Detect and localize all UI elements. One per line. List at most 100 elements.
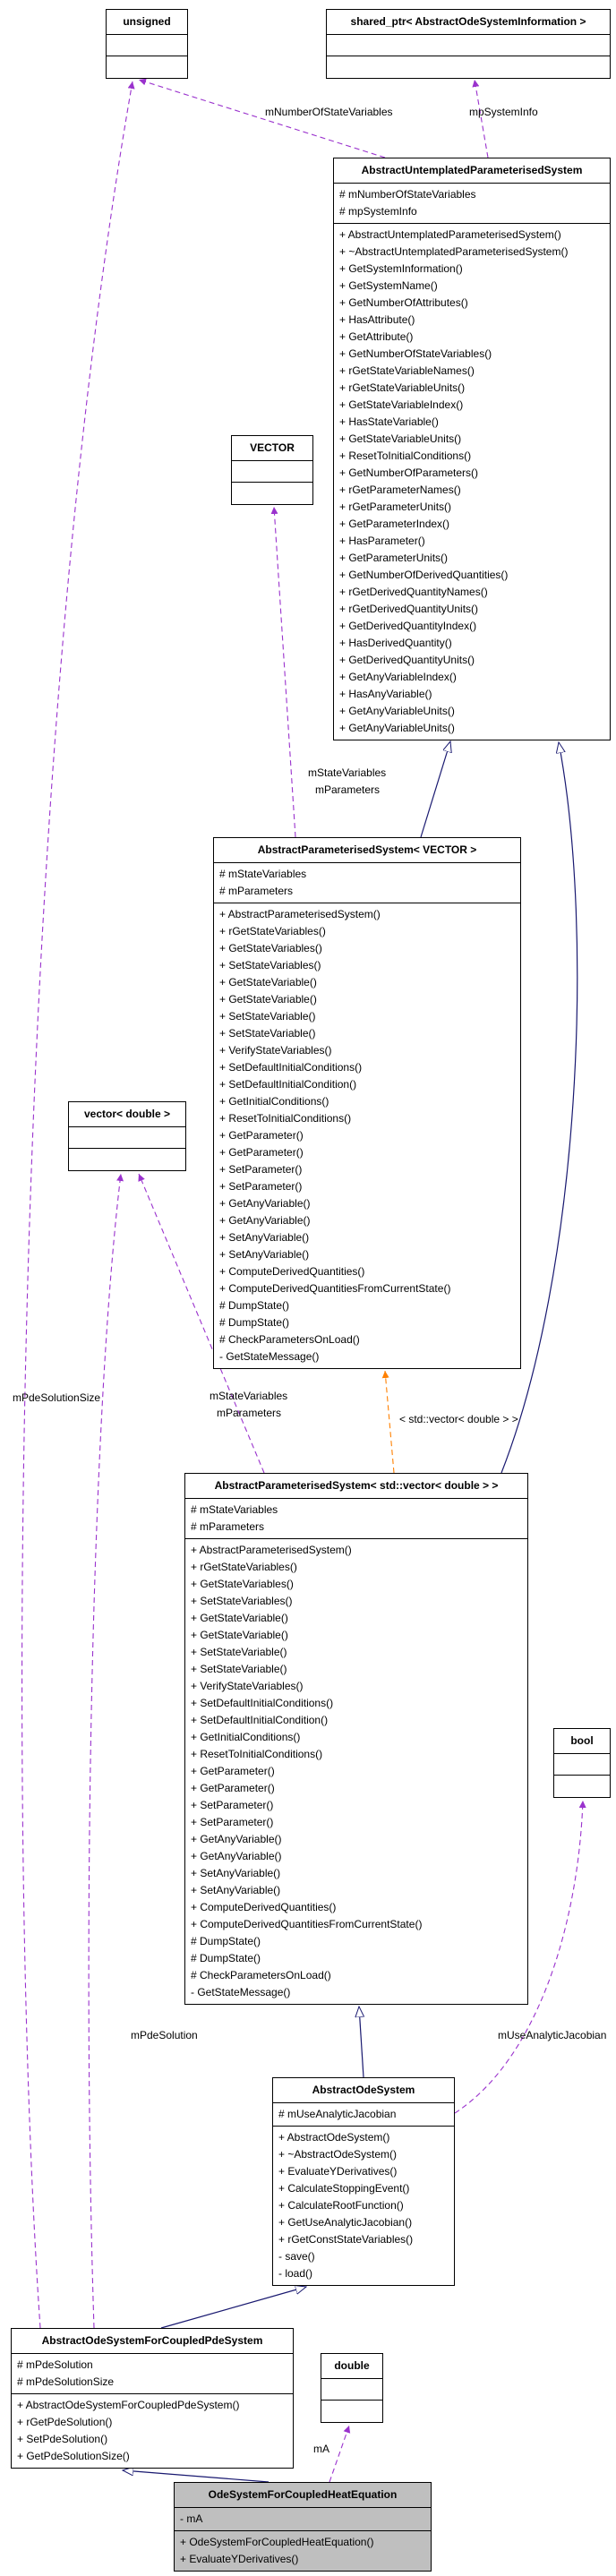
edge-inherit-aps-vector-to-untemplated — [420, 741, 450, 838]
member-line: # CheckParametersOnLoad() — [219, 1333, 360, 1346]
edge-inherit-coupledpde-to-odesystem — [160, 2287, 306, 2329]
class-node-abstract-untemplated-parameterised-system[interactable]: AbstractUntemplatedParameterisedSystem #… — [333, 158, 611, 740]
class-title: double — [321, 2354, 382, 2379]
class-attributes — [327, 35, 610, 56]
class-attributes — [554, 1754, 610, 1776]
member-line: - load() — [278, 2267, 313, 2280]
member-line: + GetAnyVariableUnits() — [339, 705, 455, 717]
class-title: AbstractParameterisedSystem< VECTOR > — [214, 838, 520, 863]
member-line: + rGetStateVariables() — [219, 925, 326, 937]
member-line: # mPdeSolutionSize — [17, 2375, 115, 2388]
member-line: + SetDefaultInitialConditions() — [191, 1697, 334, 1709]
edge-label-mPdeSolutionSize: mPdeSolutionSize — [13, 1391, 101, 1404]
member-line: + rGetConstStateVariables() — [278, 2233, 414, 2246]
edge-label-mParameters-upper: mParameters — [315, 783, 381, 796]
member-line: + ResetToInitialConditions() — [191, 1748, 323, 1760]
member-line: + GetParameterIndex() — [339, 518, 450, 530]
member-line: + HasAttribute() — [339, 313, 415, 326]
class-node-abstract-ode-system-for-coupled-pde-system[interactable]: AbstractOdeSystemForCoupledPdeSystem # m… — [11, 2328, 294, 2469]
member-line: + HasDerivedQuantity() — [339, 637, 452, 649]
member-line: + GetParameter() — [219, 1129, 304, 1142]
member-line: + rGetPdeSolution() — [17, 2416, 113, 2428]
member-line: # mUseAnalyticJacobian — [278, 2108, 397, 2120]
member-line: + GetStateVariables() — [219, 942, 322, 954]
class-node-vector-double[interactable]: vector< double > — [68, 1101, 186, 1171]
class-node-double[interactable]: double — [321, 2353, 383, 2423]
class-node-bool[interactable]: bool — [553, 1728, 611, 1798]
class-node-unsigned[interactable]: unsigned — [106, 9, 188, 79]
edge-template-instantiation — [381, 1370, 395, 1474]
member-line: + SetDefaultInitialCondition() — [219, 1078, 357, 1091]
member-line: + CalculateStoppingEvent() — [278, 2182, 410, 2195]
class-attributes — [321, 2379, 382, 2401]
class-title: vector< double > — [69, 1102, 185, 1127]
member-line: + SetAnyVariable() — [219, 1231, 310, 1244]
edge-usage-mPdeSolution — [88, 1173, 124, 2329]
member-line: + OdeSystemForCoupledHeatEquation() — [180, 2536, 374, 2548]
class-methods: + AbstractParameterisedSystem()+ rGetSta… — [185, 1539, 527, 2004]
class-methods — [232, 483, 312, 504]
member-line: + EvaluateYDerivatives() — [278, 2165, 398, 2178]
class-methods: + AbstractUntemplatedParameterisedSystem… — [334, 224, 610, 740]
member-line: + ComputeDerivedQuantitiesFromCurrentSta… — [191, 1918, 423, 1930]
member-line: + GetDerivedQuantityUnits() — [339, 654, 475, 666]
member-line: + SetAnyVariable() — [219, 1248, 310, 1261]
edge-label-mNumberOfStateVariables: mNumberOfStateVariables — [265, 106, 393, 118]
member-line: + VerifyStateVariables() — [219, 1044, 332, 1057]
class-methods: + OdeSystemForCoupledHeatEquation() + Eva… — [175, 2531, 431, 2571]
member-line: + GetAnyVariableUnits() — [339, 722, 455, 734]
class-methods — [69, 1149, 185, 1170]
edge-label-mStateVariables-lower: mStateVariables — [210, 1390, 288, 1402]
member-line: + GetInitialConditions() — [219, 1095, 329, 1108]
member-line: + GetSystemInformation() — [339, 262, 463, 275]
member-line: + SetStateVariable() — [191, 1646, 287, 1658]
member-line: + ComputeDerivedQuantities() — [191, 1901, 337, 1913]
member-line: + GetAnyVariable() — [191, 1850, 282, 1862]
edge-usage-mUseAnalyticJacobian — [454, 1800, 586, 2114]
member-line: + GetUseAnalyticJacobian() — [278, 2216, 413, 2229]
edge-label-template-instantiation: < std::vector< double > > — [399, 1413, 518, 1425]
member-line: + SetPdeSolution() — [17, 2433, 108, 2445]
member-line: + SetParameter() — [191, 1816, 274, 1828]
member-line: - save() — [278, 2250, 315, 2263]
member-line: + ~AbstractUntemplatedParameterisedSyste… — [339, 245, 569, 258]
member-line: + GetParameter() — [191, 1765, 275, 1777]
member-line: + rGetDerivedQuantityUnits() — [339, 603, 479, 615]
class-node-abstract-ode-system[interactable]: AbstractOdeSystem # mUseAnalyticJacobian… — [272, 2077, 455, 2286]
member-line: + GetStateVariable() — [191, 1612, 288, 1624]
class-node-abstract-parameterised-system-vector[interactable]: AbstractParameterisedSystem< VECTOR > # … — [213, 837, 521, 1369]
class-attributes — [232, 461, 312, 483]
member-line: + EvaluateYDerivatives() — [180, 2553, 299, 2565]
member-line: - GetStateMessage() — [191, 1986, 291, 1998]
class-attributes: # mStateVariables# mParameters — [214, 863, 520, 903]
class-node-vector-template[interactable]: VECTOR — [231, 435, 313, 505]
member-line: + rGetDerivedQuantityNames() — [339, 586, 488, 598]
member-line: + HasAnyVariable() — [339, 688, 432, 700]
class-attributes — [107, 35, 187, 56]
member-line: + SetDefaultInitialCondition() — [191, 1714, 329, 1726]
member-line: + SetStateVariable() — [219, 1010, 316, 1023]
member-line: + rGetParameterNames() — [339, 484, 461, 496]
member-line: + rGetStateVariableUnits() — [339, 381, 466, 394]
member-line: + GetNumberOfStateVariables() — [339, 347, 492, 360]
member-line: + CalculateRootFunction() — [278, 2199, 404, 2212]
member-line: + rGetParameterUnits() — [339, 501, 452, 513]
member-line: + AbstractParameterisedSystem() — [219, 908, 381, 920]
member-line: + GetStateVariable() — [219, 993, 317, 1006]
member-line: + AbstractUntemplatedParameterisedSystem… — [339, 228, 561, 241]
member-line: + ResetToInitialConditions() — [339, 449, 472, 462]
member-line: # DumpState() — [219, 1316, 290, 1329]
class-title: bool — [554, 1729, 610, 1754]
member-line: + GetStateVariableUnits() — [339, 432, 462, 445]
edge-label-mPdeSolution: mPdeSolution — [131, 2029, 198, 2041]
edge-label-mStateVariables-upper: mStateVariables — [308, 766, 387, 779]
member-line: # mParameters — [191, 1520, 265, 1533]
member-line: + SetStateVariable() — [191, 1663, 287, 1675]
class-node-shared-ptr-abstract-ode-system-information[interactable]: shared_ptr< AbstractOdeSystemInformation… — [326, 9, 611, 79]
edge-label-mA: mA — [313, 2443, 329, 2455]
class-title: AbstractUntemplatedParameterisedSystem — [334, 158, 610, 184]
class-attributes: # mStateVariables# mParameters — [185, 1499, 527, 1539]
class-node-abstract-parameterised-system-std-vector-double[interactable]: AbstractParameterisedSystem< std::vector… — [184, 1473, 528, 2005]
class-attributes: # mPdeSolution# mPdeSolutionSize — [12, 2354, 293, 2394]
